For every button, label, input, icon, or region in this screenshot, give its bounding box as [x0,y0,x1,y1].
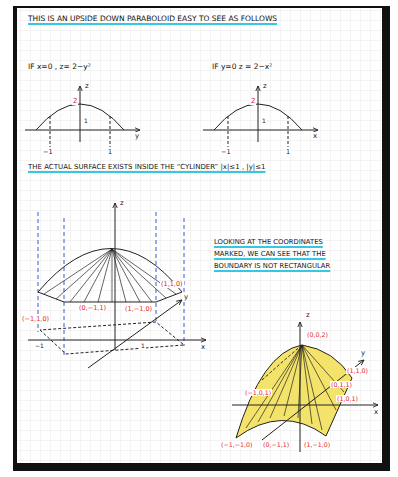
axis-label: x [200,343,206,351]
equation: IF y=0 z = 2−x² [212,63,272,72]
axis-label: y [360,349,366,357]
heading: THIS IS AN UPSIDE DOWN PARABOLOID EASY T… [28,15,277,24]
graph-x0 [25,86,140,147]
coordinate-label: (−1,0,1) [244,389,272,396]
equation: IF x=0 , z= 2−y² [28,63,91,72]
coordinate-label: 2 [250,97,256,105]
axis-label: y [134,132,140,140]
coordinate-label: (0,1,1) [330,381,353,388]
coordinate-label: (0,−1,1) [78,305,107,312]
note: THE ACTUAL SURFACE EXISTS INSIDE THE “CY… [28,163,266,171]
axis-label: 1 [285,149,291,156]
coordinate-label: (1,−1,0) [303,441,331,448]
axis-label: 1 [140,343,146,350]
coordinate-label: (−1,1,0) [21,316,50,323]
axis-label: z [119,199,125,207]
axis-label: −1 [220,149,232,156]
axis-label: z [84,82,90,90]
graph-y0 [203,86,318,147]
coordinate-label: 2 [72,97,78,105]
coordinate-label: (1,1,0) [346,367,369,374]
axis-label: −1 [42,149,54,156]
coordinate-label: (1,−1,0) [124,306,153,313]
coordinate-label: (−1,−1,0) [220,441,254,448]
coordinate-label: (0,−1,1) [262,441,290,448]
axis-label: −1 [34,343,45,350]
grid [17,8,382,463]
coordinate-label: (1,0,1) [336,395,359,402]
page-shadow [13,6,390,471]
axis-label: z [262,82,268,90]
paper [17,8,382,463]
axis-label: 1 [107,149,113,156]
coordinate-label: (0,0,2) [306,331,329,338]
cylinder-sketch [28,203,206,368]
coordinate-label: (1,1,0) [160,281,184,288]
paraboloid-sketch [232,322,378,452]
axis-label: y [183,293,189,301]
axis-label: x [312,132,318,140]
axis-label: 1 [83,118,89,125]
axis-label: 1 [261,118,267,125]
note: LOOKING AT THE COORDINATES MARKED, WE CA… [214,236,342,272]
axis-label: z [305,311,311,319]
axis-label: x [373,408,379,416]
